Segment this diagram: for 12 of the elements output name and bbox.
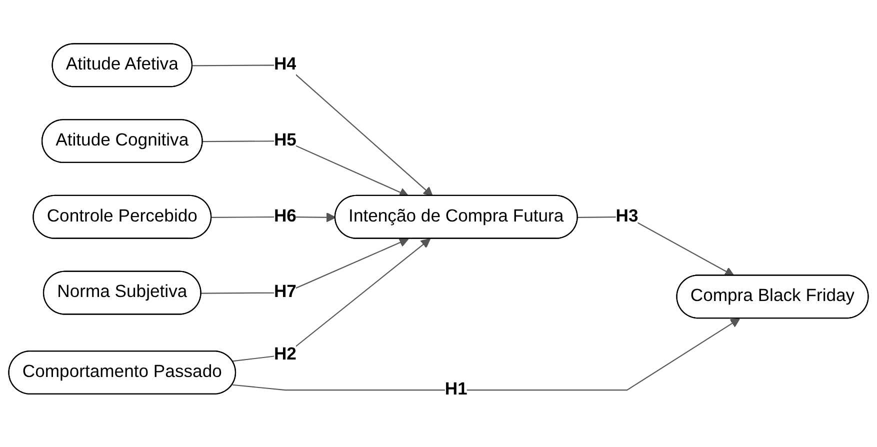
edge-label: H3 — [616, 207, 638, 226]
arrow — [232, 318, 740, 391]
edge-label: H6 — [274, 207, 296, 226]
arrow — [232, 238, 431, 362]
edge-label: H4 — [274, 55, 296, 74]
arrow — [201, 238, 409, 294]
edge-label: H1 — [444, 380, 468, 399]
arrow — [192, 64, 433, 196]
edge-label: H7 — [274, 282, 296, 302]
edge-label: H5 — [274, 131, 296, 150]
arrow — [202, 140, 409, 197]
edge-label: H2 — [274, 345, 296, 364]
